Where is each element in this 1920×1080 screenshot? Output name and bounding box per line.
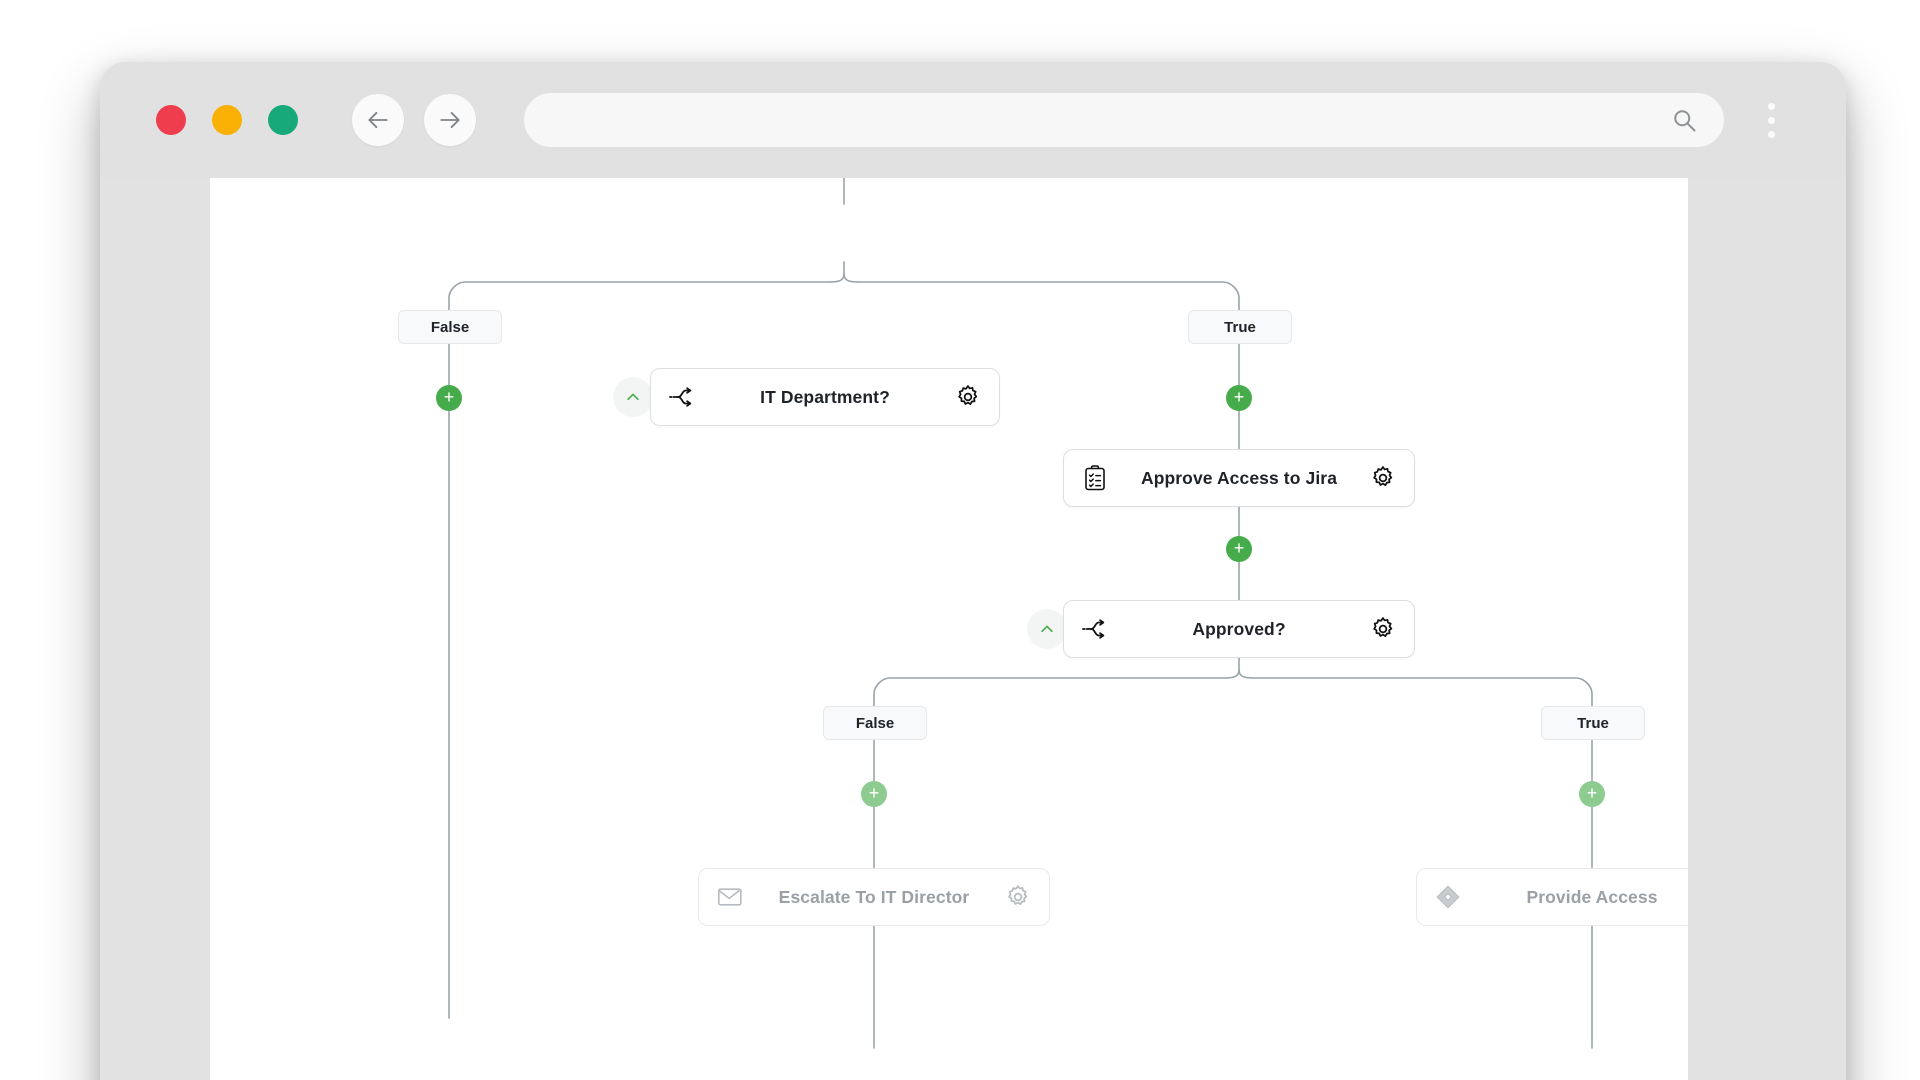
collapse-node-approved-button[interactable] — [1027, 609, 1067, 649]
node-settings-gear-icon[interactable] — [987, 884, 1049, 910]
node-label: Escalate To IT Director — [778, 886, 970, 907]
add-step-approved-true-button[interactable]: + — [1579, 781, 1605, 807]
branch-label-it-department-true: True — [1188, 310, 1292, 344]
add-step-it-department-true-button[interactable]: + — [1226, 385, 1252, 411]
plus-glyph: + — [1233, 387, 1245, 407]
node-settings-gear-icon[interactable] — [1352, 465, 1414, 491]
window-controls — [156, 105, 298, 135]
menu-dot — [1767, 130, 1775, 138]
navigation-buttons — [352, 94, 476, 146]
add-step-after-approve-access-button[interactable]: + — [1226, 536, 1252, 562]
arrow-right-icon — [440, 112, 460, 128]
add-step-approved-false-button[interactable]: + — [861, 781, 887, 807]
branch-label-approved-true: True — [1541, 706, 1645, 740]
diamond-icon — [1417, 884, 1479, 910]
address-bar[interactable] — [524, 93, 1724, 147]
branch-split-icon — [1064, 618, 1126, 640]
add-step-it-department-false-button[interactable]: + — [436, 385, 462, 411]
minimize-window-button[interactable] — [212, 105, 242, 135]
plus-glyph: + — [1586, 783, 1598, 803]
node-label: Approve Access to Jira — [1140, 467, 1338, 488]
chevron-up-icon — [627, 393, 639, 401]
forward-button[interactable] — [424, 94, 476, 146]
arrow-left-icon — [368, 112, 388, 128]
node-settings-gear-icon[interactable] — [1352, 616, 1414, 642]
chevron-up-icon — [1041, 625, 1053, 633]
node-provide-access[interactable]: Provide Access — [1416, 868, 1688, 926]
branch-label-it-department-false: False — [398, 310, 502, 344]
branch-label-text: True — [1577, 714, 1609, 732]
workflow-canvas[interactable]: IT Department? False True — [210, 178, 1688, 1080]
collapse-node-it-department-button[interactable] — [613, 377, 653, 417]
mail-envelope-icon — [699, 886, 761, 908]
back-button[interactable] — [352, 94, 404, 146]
node-escalate-to-it-director[interactable]: Escalate To IT Director — [698, 868, 1050, 926]
maximize-window-button[interactable] — [268, 105, 298, 135]
branch-label-text: False — [430, 318, 470, 336]
connector-links — [448, 178, 1593, 1049]
browser-window: IT Department? False True — [100, 62, 1846, 1080]
node-label: IT Department? — [760, 386, 890, 407]
node-label: Provide Access — [1526, 886, 1658, 907]
plus-glyph: + — [443, 387, 455, 407]
clipboard-checklist-icon — [1064, 465, 1126, 491]
branch-label-text: False — [855, 714, 895, 732]
menu-dot — [1767, 102, 1775, 110]
menu-dot — [1767, 116, 1775, 124]
node-approved[interactable]: Approved? — [1063, 600, 1415, 658]
page-content: IT Department? False True — [210, 178, 1688, 1080]
node-settings-gear-icon[interactable] — [937, 384, 999, 410]
branch-label-text: True — [1224, 318, 1256, 336]
node-label: Approved? — [1192, 618, 1286, 639]
search-icon[interactable] — [1670, 106, 1698, 134]
node-approve-access-to-jira[interactable]: Approve Access to Jira — [1063, 449, 1415, 507]
branch-label-approved-false: False — [823, 706, 927, 740]
three-dots-menu-icon[interactable] — [1754, 92, 1788, 148]
plus-glyph: + — [868, 783, 880, 803]
browser-toolbar — [100, 62, 1846, 178]
node-it-department[interactable]: IT Department? — [650, 368, 1000, 426]
close-window-button[interactable] — [156, 105, 186, 135]
plus-glyph: + — [1233, 538, 1245, 558]
branch-split-icon — [651, 386, 713, 408]
